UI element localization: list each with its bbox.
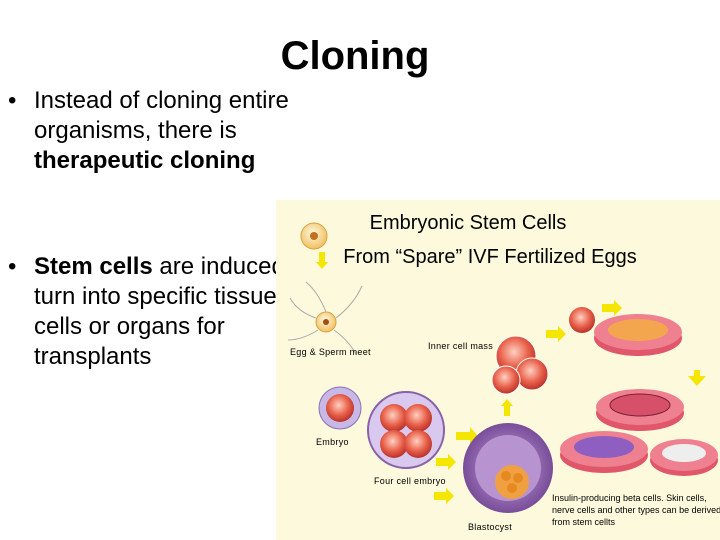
stem-cell-diagram: Embryonic Stem Cells From “Spare” IVF Fe…: [276, 200, 720, 540]
label-embryo: Embryo: [316, 437, 349, 447]
cell-icon: [569, 307, 595, 333]
petri-dish-icon: [594, 314, 682, 356]
four-cell-embryo-icon: [368, 392, 444, 468]
petri-dish-icon: [560, 431, 648, 473]
label-blastocyst: Blastocyst: [468, 522, 512, 532]
bullet-list: • Instead of cloning entire organisms, t…: [8, 86, 298, 176]
sperm-egg-icon: [288, 282, 362, 354]
arrow-icon: [602, 300, 622, 316]
arrow-icon: [436, 454, 456, 470]
bullet-bold-text: therapeutic cloning: [34, 147, 255, 174]
bullet-item: • Instead of cloning entire organisms, t…: [8, 86, 298, 176]
label-inner-cell-mass: Inner cell mass: [428, 341, 493, 351]
label-egg-sperm: Egg & Sperm meet: [290, 347, 371, 357]
arrow-icon: [546, 326, 566, 342]
bullet-glyph: •: [8, 252, 16, 282]
arrow-icon: [688, 370, 706, 386]
label-four-cell-embryo: Four cell embryo: [374, 476, 446, 486]
arrow-icon: [434, 488, 454, 504]
slide-title: Cloning: [0, 34, 710, 79]
arrow-icon: [504, 406, 510, 416]
diagram-title: Embryonic Stem Cells: [276, 212, 690, 235]
bullet-bold-text: Stem cells: [34, 253, 153, 280]
bullet-glyph: •: [8, 86, 16, 116]
bullet-text: Instead of cloning entire organisms, the…: [34, 87, 289, 144]
blastocyst-icon: [463, 423, 553, 513]
petri-dish-icon: [650, 439, 718, 476]
label-derived-cells: Insulin-producing beta cells. Skin cells…: [552, 492, 720, 528]
inner-cell-mass-icon: [492, 336, 548, 394]
cell-icon: [319, 387, 361, 429]
petri-dish-icon: [596, 389, 684, 431]
diagram-subtitle: From “Spare” IVF Fertilized Eggs: [276, 246, 712, 269]
